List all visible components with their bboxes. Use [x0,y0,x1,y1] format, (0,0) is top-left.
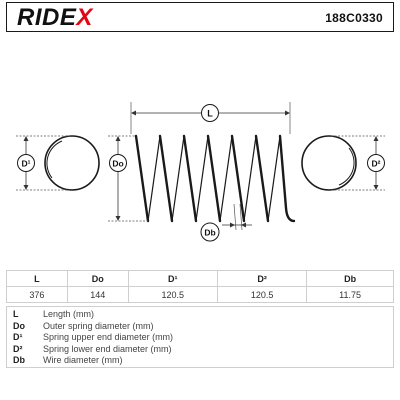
spec-value-db: 11.75 [306,286,394,303]
legend-description: Spring lower end diameter (mm) [43,343,172,354]
legend-description: Wire diameter (mm) [43,355,123,365]
d2-dimension [331,135,385,191]
lower-end-ring [301,135,357,191]
header-bar: RIDEX 188C0330 [6,2,394,32]
l-dimension [130,102,291,134]
db-dimension [200,203,252,242]
legend-description: Outer spring diameter (mm) [43,320,154,331]
legend-symbol: L [13,309,19,319]
legend-symbol: D² [13,343,23,354]
legend-symbol: Db [13,355,25,365]
spec-table: L Do D¹ D² Db 376 144 120.5 120.5 11.75 [6,270,394,303]
label-l: L [207,109,213,119]
spec-header-db: Db [306,270,394,287]
spec-header-l: L [6,270,68,287]
legend-item: L Length (mm) [7,309,393,321]
legend: L Length (mm) Do Outer spring diameter (… [6,306,394,368]
spec-value-d2: 120.5 [216,286,308,303]
do-dimension [108,135,148,222]
legend-item: Db Wire diameter (mm) [7,355,393,367]
spec-value-row: 376 144 120.5 120.5 11.75 [6,286,394,303]
legend-description: Spring upper end diameter (mm) [43,332,174,342]
legend-description: Length (mm) [43,309,95,319]
label-do: Do [112,159,123,169]
label-db: Db [204,228,215,238]
legend-item: Do Outer spring diameter (mm) [7,321,393,333]
spec-header-row: L Do D¹ D² Db [6,270,394,287]
spec-value-d1: 120.5 [127,286,218,303]
upper-end-ring [44,135,100,191]
legend-item: D² Spring lower end diameter (mm) [7,344,393,356]
spring-diagram: D¹ L Do Db [16,102,385,242]
spec-value-do: 144 [66,286,129,303]
spec-value-l: 376 [6,286,68,303]
legend-item: D¹ Spring upper end diameter (mm) [7,332,393,344]
brand-logo: RIDEX [17,3,93,33]
d1-dimension [16,135,70,191]
label-d1: D¹ [22,159,31,169]
label-d2: D² [372,159,381,169]
legend-symbol: D¹ [13,332,23,342]
spring-coils [134,134,296,223]
brand-text: RIDE [17,4,77,31]
brand-x-letter: X [76,4,93,31]
spec-header-do: Do [66,270,129,287]
spec-header-d2: D² [216,270,308,287]
part-number: 188C0330 [325,11,383,25]
spec-header-d1: D¹ [127,270,218,287]
legend-symbol: Do [13,320,25,331]
